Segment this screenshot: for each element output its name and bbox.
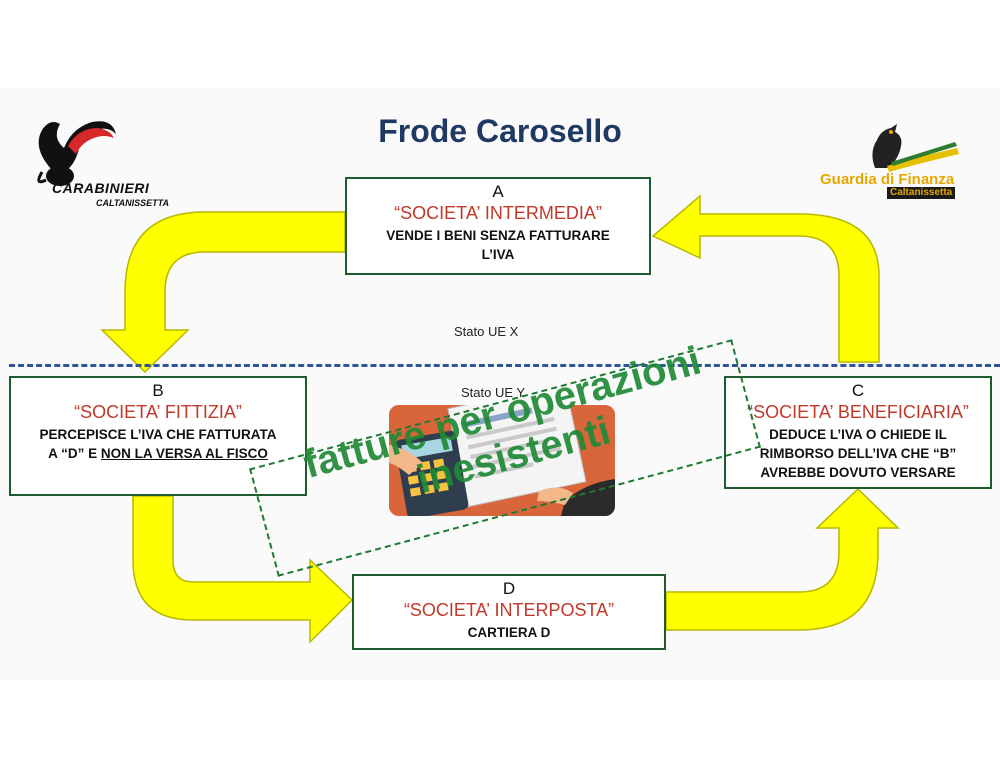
box-a-line: VENDE I BENI SENZA FATTURARE bbox=[386, 228, 610, 243]
box-c-line: RIMBORSO DELL’IVA CHE “B” bbox=[759, 446, 957, 461]
invoice-illustration bbox=[389, 405, 615, 516]
carabinieri-logo: CARABINIERI CALTANISSETTA bbox=[12, 108, 172, 213]
arrow-c-to-a bbox=[651, 194, 880, 363]
box-c-line: AVREBBE DOVUTO VERSARE bbox=[760, 465, 956, 480]
box-a-letter: A bbox=[492, 182, 504, 201]
company-box-a: A “SOCIETA’ INTERMEDIA” VENDE I BENI SEN… bbox=[345, 177, 651, 275]
box-b-name: “SOCIETA’ FITTIZIA” bbox=[74, 402, 242, 422]
company-box-d: D “SOCIETA’ INTERPOSTA” CARTIERA D bbox=[352, 574, 666, 650]
box-d-description: CARTIERA D bbox=[354, 623, 664, 642]
box-a-name: “SOCIETA’ INTERMEDIA” bbox=[394, 203, 602, 223]
box-b-description: PERCEPISCE L’IVA CHE FATTURATA A “D” E N… bbox=[11, 425, 305, 463]
state-divider-line bbox=[9, 364, 1000, 367]
page-title: Frode Carosello bbox=[378, 113, 622, 149]
box-b-letter: B bbox=[152, 381, 164, 400]
gdf-name: Guardia di Finanza bbox=[820, 171, 955, 188]
invoice-calculator-icon bbox=[389, 405, 615, 516]
carabinieri-flame-grenade-icon bbox=[37, 121, 116, 186]
company-box-b: B “SOCIETA’ FITTIZIA” PERCEPISCE L’IVA C… bbox=[9, 376, 307, 496]
arrow-b-to-d bbox=[132, 495, 354, 644]
box-d-letter: D bbox=[502, 579, 516, 598]
box-c-letter: C bbox=[851, 381, 865, 400]
arrow-a-to-b bbox=[100, 211, 346, 374]
box-a-description: VENDE I BENI SENZA FATTURARE L’IVA bbox=[347, 226, 649, 264]
box-b-line2-underlined: NON LA VERSA AL FISCO bbox=[100, 446, 268, 461]
state-ue-x-label: Stato UE X bbox=[454, 324, 519, 339]
gdf-city: Caltanissetta bbox=[887, 187, 956, 199]
box-a-line: L’IVA bbox=[481, 247, 515, 262]
arrow-d-to-c bbox=[665, 487, 900, 631]
box-c-line: DEDUCE L’IVA O CHIEDE IL bbox=[769, 427, 947, 442]
box-c-description: DEDUCE L’IVA O CHIEDE IL RIMBORSO DELL’I… bbox=[726, 425, 990, 482]
company-box-c: C “SOCIETA’ BENEFICIARIA” DEDUCE L’IVA O… bbox=[724, 376, 992, 489]
gdf-eagle-icon bbox=[872, 124, 959, 172]
carabinieri-name: CARABINIERI bbox=[52, 180, 150, 196]
box-b-line: A “D” E NON LA VERSA AL FISCO bbox=[11, 444, 305, 463]
box-c-name: “SOCIETA’ BENEFICIARIA” bbox=[747, 402, 969, 422]
box-d-line: CARTIERA D bbox=[467, 625, 551, 640]
box-b-line2-start: A “D” E bbox=[48, 446, 101, 461]
box-b-line: PERCEPISCE L’IVA CHE FATTURATA bbox=[39, 427, 277, 442]
guardia-di-finanza-logo: Guardia di Finanza Caltanissetta bbox=[817, 118, 967, 200]
state-ue-y-label: Stato UE Y bbox=[461, 385, 526, 400]
box-d-name: “SOCIETA’ INTERPOSTA” bbox=[403, 600, 615, 620]
carabinieri-city: CALTANISSETTA bbox=[96, 198, 169, 208]
